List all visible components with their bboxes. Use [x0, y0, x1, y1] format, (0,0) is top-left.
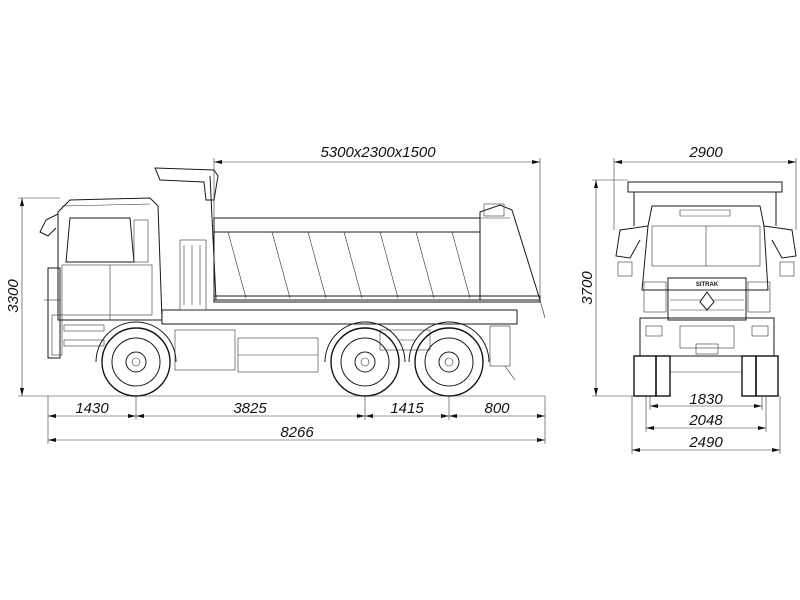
- cab-guard: [154, 167, 219, 301]
- front-height-label: 3700: [579, 271, 596, 305]
- cab: [39, 197, 163, 359]
- rear-wheel-1: [324, 321, 406, 397]
- overall-width-label: 2490: [688, 434, 723, 451]
- front-wheel: [95, 321, 177, 397]
- dump-body: [213, 203, 546, 319]
- rear-overhang-label: 800: [484, 400, 510, 417]
- height-label: 3300: [5, 279, 22, 313]
- front-view: SITRAK: [615, 181, 797, 397]
- front-overhang-label: 1430: [75, 400, 109, 417]
- body-size-label: 5300x2300x1500: [320, 144, 436, 161]
- total-length-label: 8266: [280, 424, 314, 441]
- body-width-label: 2900: [688, 144, 723, 161]
- front-dimensions: 2900 3700 1830 2048 2490: [579, 144, 797, 454]
- front-view-wheels: [633, 355, 779, 397]
- front-cab: SITRAK: [615, 205, 797, 357]
- side-view: [39, 167, 546, 397]
- chassis-frame: [161, 239, 518, 381]
- track-front-label: 1830: [689, 391, 723, 408]
- track-rear-label: 2048: [688, 412, 723, 429]
- side-dimensions: 5300x2300x1500 3300 1430 3825 1415 800 8…: [5, 144, 546, 444]
- grille-brand-text: SITRAK: [696, 282, 719, 288]
- rear-wheel-2: [408, 321, 490, 397]
- wheelbase-2-label: 1415: [390, 400, 424, 417]
- wheelbase-1-label: 3825: [233, 400, 267, 417]
